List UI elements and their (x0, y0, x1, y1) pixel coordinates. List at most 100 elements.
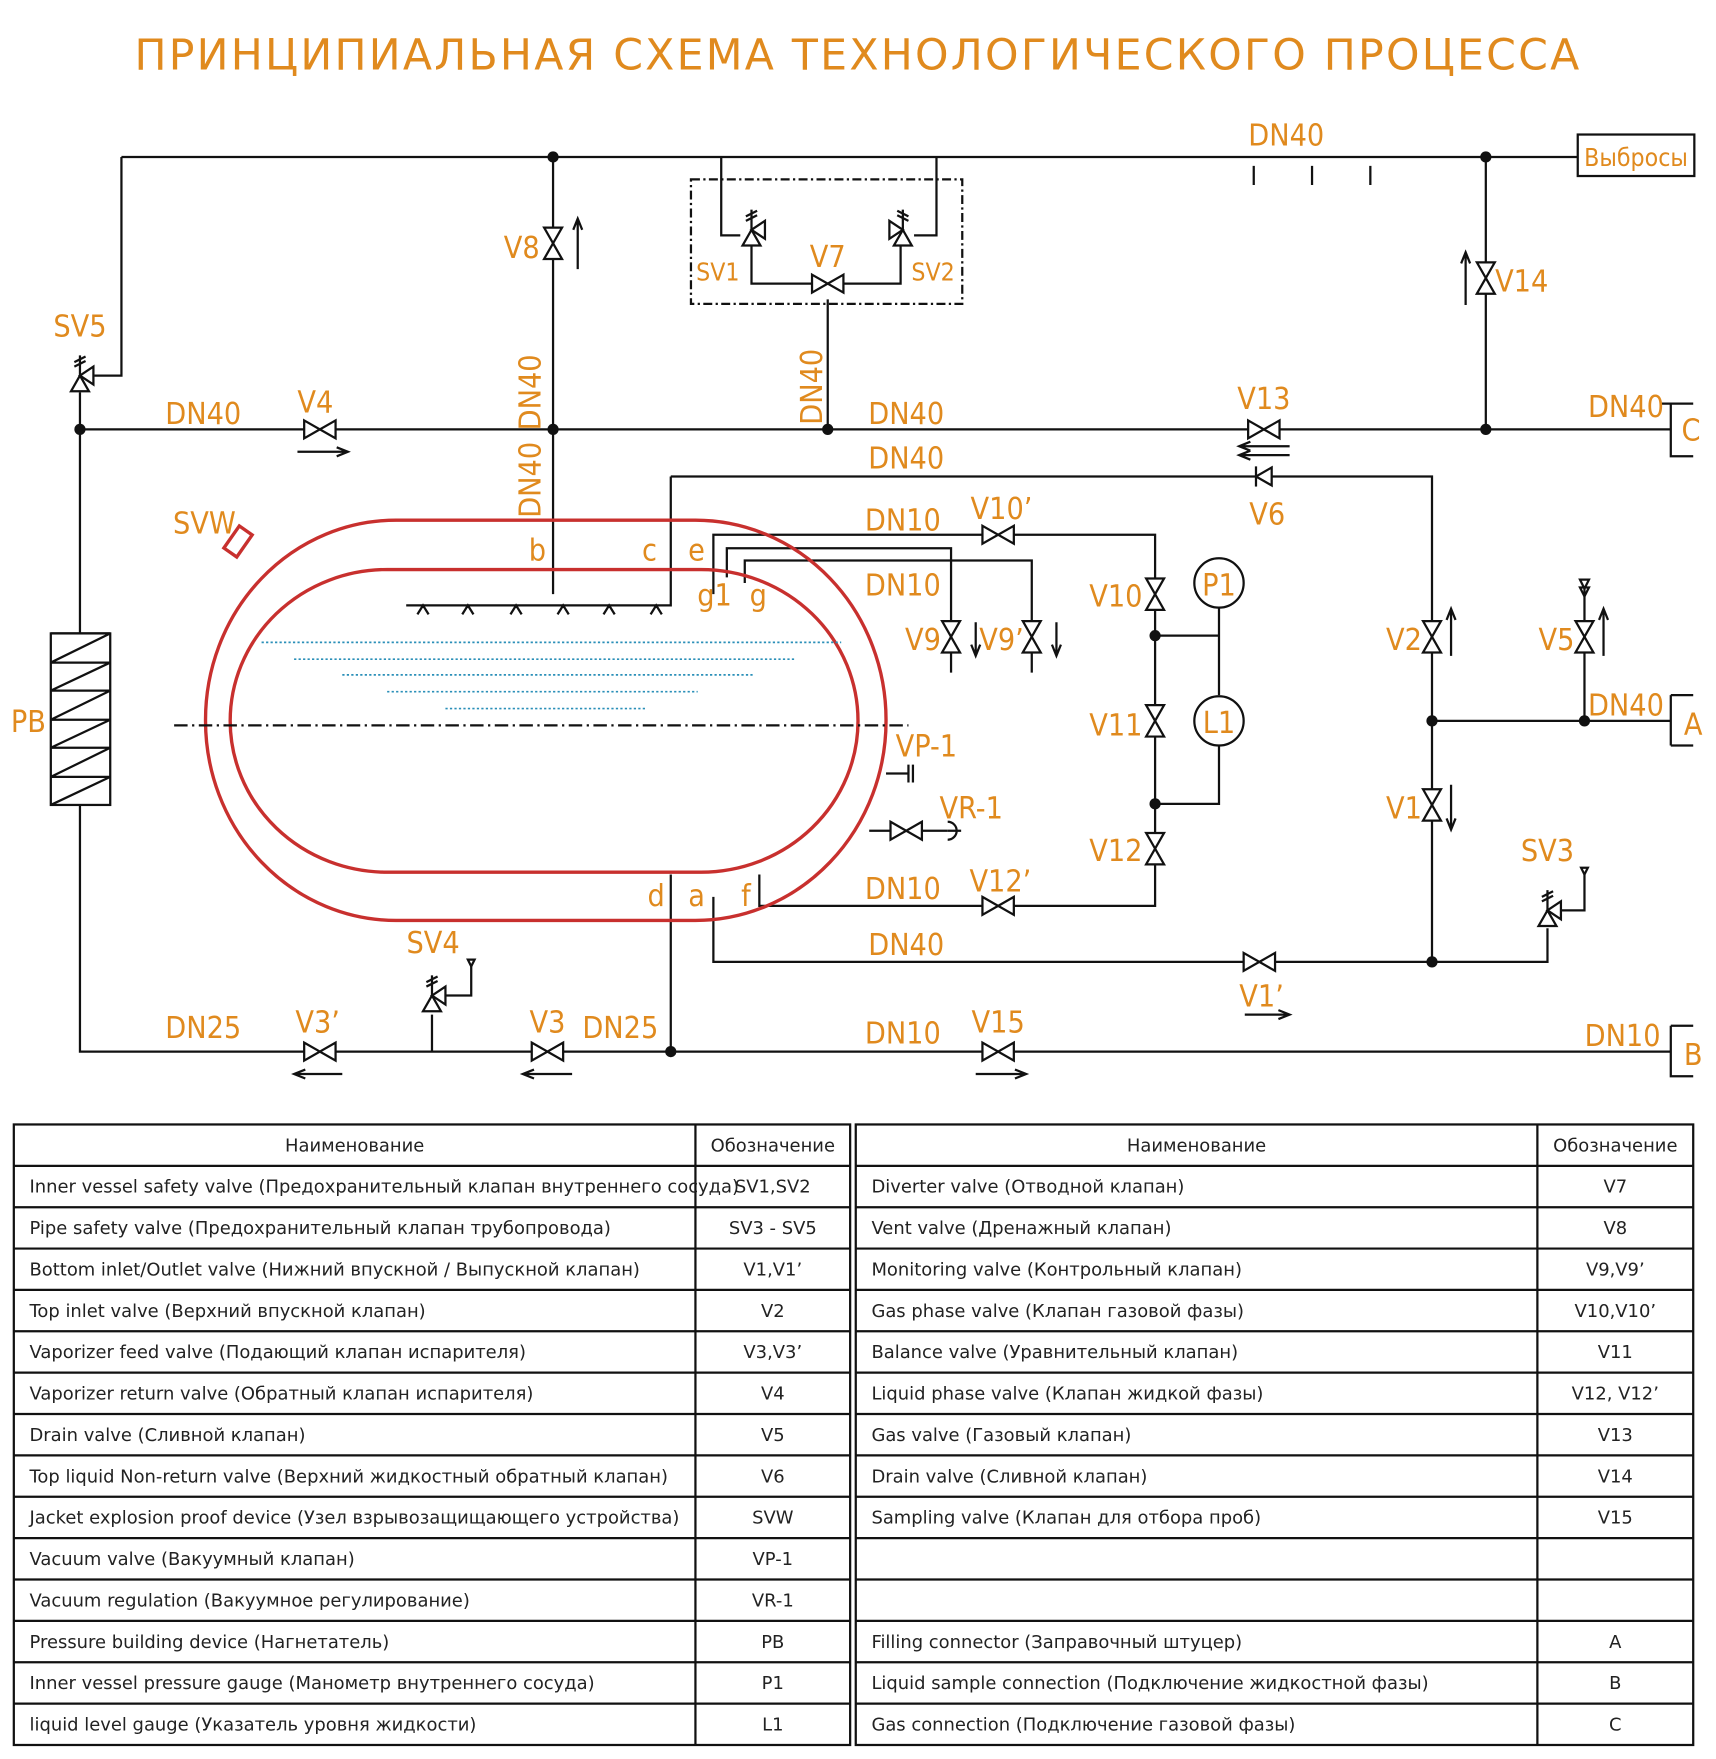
label: V15 (972, 1006, 1025, 1041)
table-cell-code: SV1,SV2 (735, 1177, 811, 1198)
table-cell-name: Inner vessel safety valve (Предохранител… (30, 1177, 740, 1198)
labels: DN40 Выбросы V8 SV1 V7 SV2 V14 SV5 DN40 … (11, 119, 1703, 1073)
label: DN40 (165, 397, 241, 432)
table-cell-name: Sampling valve (Клапан для отбора проб) (871, 1508, 1261, 1529)
valve-v13[interactable] (1247, 419, 1281, 440)
label: V2 (1386, 623, 1422, 658)
valve-v10-prime[interactable] (981, 524, 1015, 545)
safety-valve-sv1[interactable] (741, 208, 767, 247)
junctions (74, 151, 1591, 1058)
label: b (529, 534, 546, 569)
label: V3’ (295, 1006, 340, 1041)
valve-v14[interactable] (1475, 261, 1496, 295)
connector-b-label: B (1684, 1038, 1703, 1073)
valve-v12[interactable] (1145, 831, 1166, 866)
label: V10’ (971, 492, 1033, 527)
valve-v9-prime[interactable] (1021, 619, 1042, 654)
valve-v11[interactable] (1145, 704, 1166, 738)
valve-v15[interactable] (981, 1041, 1015, 1062)
table-cell-name: Vaporizer feed valve (Подающий клапан ис… (30, 1342, 526, 1363)
label: SV4 (406, 926, 459, 961)
valve-v5[interactable] (1574, 619, 1595, 654)
table-cell-name: Diverter valve (Отводной клапан) (871, 1177, 1184, 1198)
table-cell-name: Pipe safety valve (Предохранительный кла… (30, 1218, 611, 1239)
safety-valve-sv4[interactable] (421, 974, 447, 1013)
table-cell-code: VP-1 (753, 1549, 794, 1570)
valve-vr1[interactable] (889, 820, 924, 841)
left-table-frame (12, 1123, 852, 1747)
table-cell-code: B (1609, 1673, 1621, 1694)
label: V13 (1237, 382, 1290, 417)
label: DN10 (1585, 1019, 1661, 1054)
table-cell-name: Vent valve (Дренажный клапан) (871, 1218, 1171, 1239)
table-cell-name: Vacuum valve (Вакуумный клапан) (30, 1549, 355, 1570)
valve-v10[interactable] (1145, 577, 1166, 611)
diagram-title: ПРИНЦИПИАЛЬНАЯ СХЕМА ТЕХНОЛОГИЧЕСКОГО ПР… (134, 31, 1581, 81)
table-cell-name: Bottom inlet/Outlet valve (Нижний впускн… (30, 1259, 640, 1280)
label: DN10 (865, 1017, 941, 1052)
valve-v3[interactable] (530, 1041, 565, 1062)
label: DN25 (582, 1011, 658, 1046)
table-cell-code: L1 (762, 1715, 783, 1736)
valve-v4[interactable] (303, 419, 337, 440)
label: DN40 (795, 349, 830, 425)
label: DN40 (1248, 119, 1324, 154)
table-header: Наименование (285, 1135, 424, 1156)
table-cell-name: Filling connector (Заправочный штуцер) (871, 1632, 1242, 1653)
label: SV3 (1521, 834, 1574, 869)
label: V3 (529, 1006, 565, 1041)
table-cell-name: Drain valve (Сливной клапан) (871, 1466, 1147, 1487)
table-cell-code: V12, V12’ (1572, 1384, 1659, 1405)
valve-v1[interactable] (1421, 788, 1443, 822)
table-cell-code: V2 (761, 1301, 785, 1322)
valve-v1-prime[interactable] (1242, 951, 1277, 972)
table-cell-name: Liquid phase valve (Клапан жидкой фазы) (871, 1384, 1263, 1405)
pressure-building-coil (49, 632, 112, 807)
label: SV5 (53, 309, 106, 344)
label: a (688, 879, 705, 914)
table-cell-code: V1,V1’ (743, 1259, 802, 1280)
safety-valve-sv2[interactable] (888, 208, 913, 247)
table-cell-name: Top liquid Non-return valve (Верхний жид… (29, 1466, 668, 1487)
label: V10 (1089, 580, 1142, 615)
table-cell-code: C (1609, 1715, 1622, 1736)
label: c (642, 534, 657, 569)
label: V6 (1249, 498, 1285, 533)
label: P1 (1202, 568, 1236, 603)
valve-v2[interactable] (1421, 619, 1443, 654)
valve-v7[interactable] (810, 273, 845, 294)
label: f (741, 879, 752, 914)
label: SV1 (696, 257, 739, 286)
table-cell-code: V6 (761, 1466, 785, 1487)
connector-a-label: A (1684, 707, 1703, 742)
pressure-gauge-p1 (1193, 557, 1245, 609)
valve-v8[interactable] (542, 226, 564, 261)
table-cell-name: Gas connection (Подключение газовой фазы… (871, 1715, 1295, 1736)
check-valve-v6[interactable] (1253, 465, 1273, 488)
safety-valve-sv3[interactable] (1537, 889, 1563, 928)
label: V7 (810, 240, 846, 275)
label: VR-1 (940, 791, 1003, 826)
label: V8 (504, 231, 540, 266)
table-cell-code: V15 (1598, 1508, 1633, 1529)
valve-v9[interactable] (940, 619, 962, 654)
label: V4 (297, 386, 333, 421)
table-cell-code: VR-1 (752, 1590, 794, 1611)
label: DN40 (868, 928, 944, 963)
label: DN40 (514, 442, 549, 518)
label: DN10 (865, 503, 941, 538)
table-cell-code: SVW (752, 1508, 794, 1529)
label: PB (11, 705, 46, 740)
label: SV2 (911, 257, 954, 286)
table-cell-name: Gas phase valve (Клапан газовой фазы) (871, 1301, 1244, 1322)
label: DN10 (865, 872, 941, 907)
table-cell-name: Top inlet valve (Верхний впускной клапан… (29, 1301, 426, 1322)
label: e (688, 534, 705, 569)
valve-v3-prime[interactable] (303, 1041, 337, 1062)
safety-valve-sv5[interactable] (69, 354, 95, 393)
table-header: Наименование (1127, 1135, 1266, 1156)
valve-v12-prime[interactable] (981, 895, 1015, 916)
table-cell-name: Liquid sample connection (Подключение жи… (871, 1673, 1428, 1694)
